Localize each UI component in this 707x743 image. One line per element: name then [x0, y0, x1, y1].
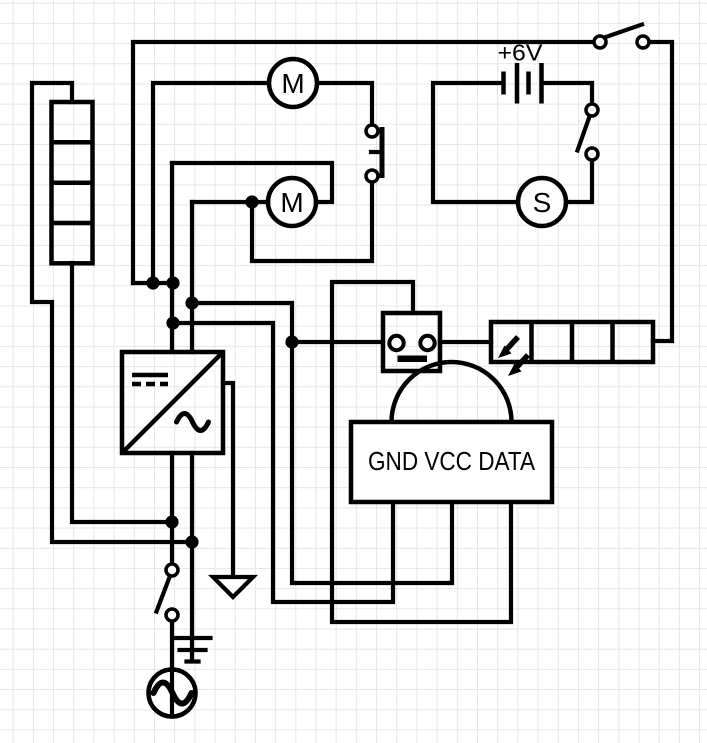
two-terminal-module[interactable] [380, 310, 443, 374]
wire-motor2-loop [169, 160, 335, 205]
multicell-battery-pack[interactable] [49, 99, 95, 266]
switch-terminal [364, 168, 380, 184]
junction-dot [185, 535, 199, 549]
battery-6v[interactable]: +6V [498, 40, 544, 104]
wire-motor1-button [150, 80, 375, 286]
junction-dot [166, 276, 180, 290]
module-slot [397, 355, 427, 362]
module-port-right [418, 333, 437, 353]
switch-lever [153, 573, 173, 615]
switch-terminal [164, 607, 180, 623]
pushbutton-switch[interactable] [364, 123, 385, 184]
switch-lever [601, 21, 645, 41]
solar-panel-cell-dividers [529, 322, 615, 362]
junction-dot [245, 195, 259, 209]
sensor-dome [389, 359, 514, 423]
wire-pack-inner [69, 260, 175, 525]
wire-battery-loop-a [430, 80, 595, 205]
switch-bottom-left[interactable] [153, 562, 180, 623]
junction-dot [185, 296, 199, 310]
solar-panel[interactable] [488, 319, 656, 376]
battery-voltage-label: +6V [498, 40, 544, 66]
wire-battery-loop-b [539, 80, 595, 113]
wire-right-side [640, 39, 675, 344]
switch-battery-circuit[interactable] [574, 102, 600, 162]
wire-gnd-branch [169, 320, 396, 605]
signal-ground[interactable] [207, 574, 259, 600]
wire-button-return [249, 173, 375, 264]
motor-label: M [280, 187, 303, 218]
wire-pack-outer [29, 80, 195, 545]
switch-top-right[interactable] [592, 21, 651, 50]
s-device-circle [515, 175, 569, 229]
dc-ac-inverter[interactable] [119, 349, 226, 456]
sensor-box [348, 419, 555, 505]
wire-vcc-branch [189, 300, 455, 586]
wire-top-main [130, 39, 603, 286]
switch-lever [574, 113, 593, 154]
ac-sine-icon [150, 679, 195, 707]
battery-cell-plates [501, 63, 544, 104]
motor-circle [265, 175, 319, 229]
motor-circle [266, 56, 320, 110]
switch-terminal [584, 146, 600, 162]
switch-terminal [584, 102, 600, 118]
junction-dot [285, 335, 299, 349]
inverter-diagonal [120, 350, 225, 455]
ground-triangle-icon [207, 574, 259, 600]
switch-terminal [364, 123, 380, 139]
s-device[interactable]: S [515, 175, 569, 229]
light-arrows-icon [498, 335, 531, 376]
wire-inverter-ac-out [220, 380, 236, 580]
motor-m2[interactable]: M [265, 175, 319, 229]
module-port-left [387, 333, 406, 353]
battery-pack-cell-dividers [51, 140, 93, 226]
junction-dot [165, 515, 179, 529]
wire-data-branch [329, 279, 514, 625]
module-box [380, 310, 443, 374]
sensor-module[interactable]: GND VCC DATA [348, 359, 555, 505]
earth-ground[interactable] [172, 635, 213, 664]
ground-bars-icon [172, 635, 213, 664]
sensor-pinout-label: GND VCC DATA [368, 446, 536, 476]
wires [29, 39, 675, 675]
motor-label: M [281, 68, 304, 99]
ac-source[interactable] [146, 667, 198, 719]
junction-dots [146, 195, 299, 549]
switch-terminal [592, 34, 608, 50]
ac-sine-icon [174, 411, 211, 433]
inverter-box [119, 349, 226, 456]
junction-dot [166, 316, 180, 330]
junction-dot [146, 276, 160, 290]
switch-terminal [164, 562, 180, 578]
switch-terminal [635, 34, 651, 50]
motor-m1[interactable]: M [266, 56, 320, 110]
s-device-label: S [533, 187, 552, 218]
